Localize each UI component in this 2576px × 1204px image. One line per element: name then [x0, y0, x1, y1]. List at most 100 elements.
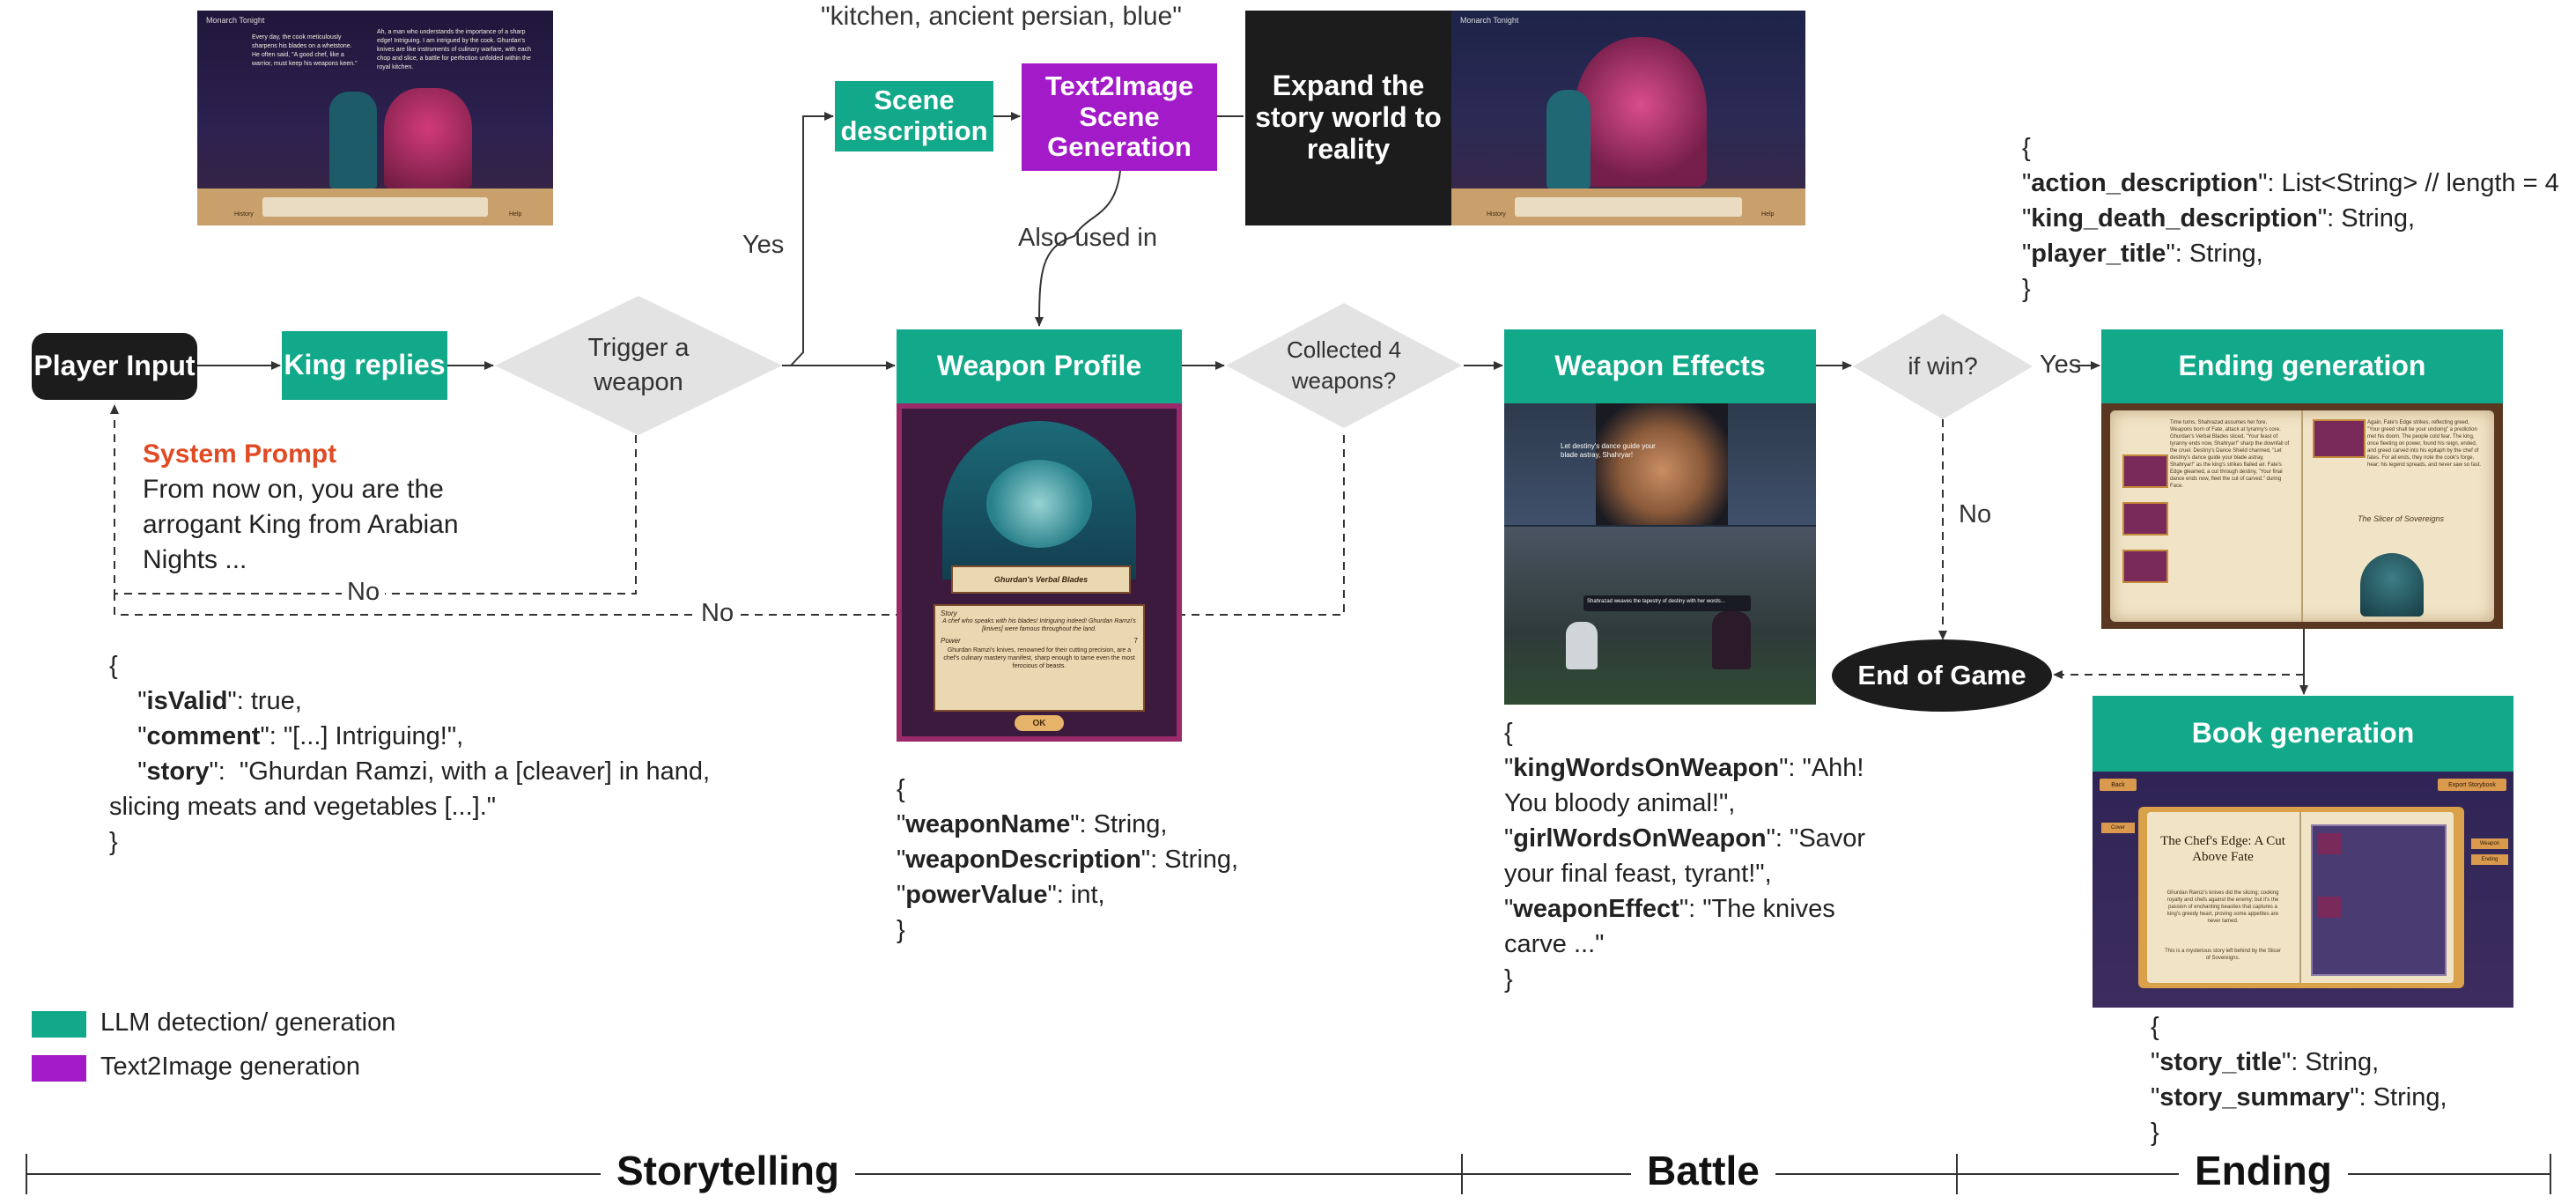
history-label: History [234, 211, 254, 218]
scene-prompt-text: "kitchen, ancient persian, blue" [821, 2, 1182, 31]
weapon-profile-node: Weapon Profile [897, 329, 1182, 403]
if-win-label: if win? [1908, 352, 1978, 380]
player-input-node: Player Input [32, 333, 197, 400]
json-line: "weaponDescription": String, [897, 846, 1239, 874]
storybook-screenshot: Back Export Storybook The Chef's Edge: A… [2093, 772, 2513, 1008]
json-line: } [1504, 965, 1513, 993]
battle-girl-line: Let destiny's dance guide your blade ast… [1561, 442, 1656, 459]
expanded-world-screenshot: Monarch Tonight History Help [1451, 11, 1805, 225]
screenshot-left-text: Every day, the cook meticulously sharpen… [252, 34, 358, 67]
edge-trigger-scene [790, 112, 834, 366]
storybook-summary: Ghurdan Ramzi's knives did the slicing; … [2166, 890, 2279, 924]
weapon-card-story-label: Story [941, 609, 957, 617]
edge-t2i-weapon [1035, 170, 1121, 327]
system-prompt-title: System Prompt [143, 439, 337, 469]
book-generation-node: Book generation [2093, 696, 2513, 772]
legend-swatch-llm [32, 1011, 86, 1038]
json-line: your final feast, tyrant!", [1504, 860, 1772, 888]
legend-swatch-t2i [32, 1055, 86, 1082]
json-line: } [897, 916, 905, 944]
weapon-card-power-label: Power [941, 637, 961, 645]
weapon-effects-node: Weapon Effects [1504, 329, 1816, 403]
king-replies-node: King replies [282, 331, 447, 400]
json-line: "story_summary": String, [2151, 1083, 2447, 1112]
json-line: } [2151, 1119, 2159, 1147]
weapon-card-image: Ghurdan's Verbal Blades Story A chef who… [897, 403, 1182, 742]
json-weapon-effects: { "kingWordsOnWeapon": "Ahh! You bloody an… [1504, 715, 1892, 997]
ending-generation-node: Ending generation [2101, 329, 2503, 403]
screenshot-title: Monarch Tonight [206, 16, 265, 25]
section-battle: Battle [1631, 1147, 1775, 1194]
help-label: Help [509, 211, 522, 218]
legend-label-llm: LLM detection/ generation [100, 1008, 396, 1037]
weapon-card-power: 7 [1133, 637, 1138, 645]
storybook-back-button: Back [2100, 779, 2137, 791]
json-line: "powerValue": int, [897, 881, 1105, 909]
yes-win-label: Yes [2040, 351, 2082, 379]
if-win-decision: if win? [1853, 314, 2033, 419]
screenshot-title: Monarch Tonight [1460, 16, 1519, 25]
weapon-card-ok-button: OK [1015, 715, 1064, 731]
help-label: Help [1761, 211, 1775, 218]
json-line: carve ..." [1504, 930, 1605, 958]
json-line: "kingWordsOnWeapon": "Ahh! [1504, 754, 1864, 782]
json-line: { [109, 652, 118, 680]
storybook-tab-ending: Ending [2471, 854, 2508, 865]
json-line: "player_title": String, [2022, 240, 2263, 268]
system-prompt: System Prompt From now on, you are the a… [143, 437, 495, 578]
history-label: History [1487, 211, 1506, 218]
section-storytelling: Storytelling [601, 1147, 856, 1194]
json-line: } [109, 828, 118, 856]
json-book: { "story_title": String, "story_summary": … [2151, 1009, 2538, 1150]
json-line: { [2022, 134, 2031, 162]
collected-weapons-label: Collected 4 weapons? [1286, 336, 1402, 394]
json-ending: { "action_description": List<String> // l… [2022, 130, 2568, 307]
end-of-game-node: End of Game [1832, 639, 2052, 712]
json-weapon-profile: { "weaponName": String, "weaponDescription… [897, 772, 1284, 948]
json-line: } [2022, 275, 2031, 303]
json-line: { [897, 775, 905, 803]
json-line: "weaponName": String, [897, 810, 1168, 838]
storybook-tab-weapon: Weapon [2471, 838, 2508, 849]
storybook-tab-cover: Cover [2101, 823, 2135, 833]
weapon-card-description: Ghurdan Ramzi's knives, renowned for the… [943, 647, 1135, 669]
json-line: "girlWordsOnWeapon": "Savor [1504, 824, 1866, 853]
ending-book-right-title: The Slicer of Sovereigns [2357, 514, 2445, 523]
system-prompt-text: From now on, you are the arrogant King f… [143, 475, 459, 574]
weapon-card-story: A chef who speaks with his blades! Intri… [942, 618, 1136, 632]
section-ending: Ending [2179, 1147, 2348, 1194]
json-line: "story_title": String, [2151, 1048, 2380, 1076]
ending-book-image: Time turns, Shahrazad assumes her fore, … [2101, 403, 2503, 629]
json-line: "story": "Ghurdan Ramzi, with a [cleaver… [137, 757, 711, 786]
json-line: You bloody animal!", [1504, 789, 1736, 817]
no-win-label: No [1959, 500, 1992, 528]
text2image-node: Text2Image Scene Generation [1022, 63, 1217, 171]
yes-trigger-label: Yes [742, 231, 785, 259]
ending-book-right-text: Again, Fate's Edge strikes, reflecting g… [2367, 420, 2482, 468]
scene-description-node: Scene description [835, 81, 993, 151]
collected-weapons-decision: Collected 4 weapons? [1226, 303, 1462, 428]
storybook-title: The Chef's Edge: A Cut Above Fate [2160, 834, 2285, 864]
json-line: "weaponEffect": "The knives [1504, 895, 1835, 923]
also-used-in-label: Also used in [1018, 224, 1157, 252]
no-trigger-label: No [342, 578, 386, 607]
json-line: "isValid": true, [137, 687, 302, 715]
trigger-weapon-label: Trigger a weapon [587, 333, 690, 396]
storybook-export-button: Export Storybook [2438, 779, 2506, 791]
battle-screenshot: Let destiny's dance guide your blade ast… [1504, 403, 1816, 705]
weapon-card-name: Ghurdan's Verbal Blades [993, 575, 1089, 584]
json-line: slicing meats and vegetables [...]." [109, 793, 497, 821]
ending-book-left-text: Time turns, Shahrazad assumes her fore, … [2170, 420, 2290, 489]
legend-label-t2i: Text2Image generation [100, 1053, 361, 1081]
trigger-weapon-decision: Trigger a weapon [495, 296, 782, 435]
expand-world-node: Expand the story world to reality [1245, 11, 1451, 225]
screenshot-right-text: Ah, a man who understands the importance… [377, 29, 532, 70]
no-collected-label: No [696, 599, 740, 628]
battle-king-line: Shahrazad weaves the tapestry of destiny… [1587, 599, 1725, 604]
json-line: "action_description": List<String> // le… [2022, 169, 2559, 197]
king-chat-screenshot: Monarch Tonight Every day, the cook meti… [197, 11, 553, 225]
json-line: { [1504, 719, 1513, 747]
json-line: "comment": "[...] Intriguing!", [137, 722, 464, 750]
json-line: { [2151, 1013, 2159, 1041]
json-line: "king_death_description": String, [2022, 204, 2416, 233]
